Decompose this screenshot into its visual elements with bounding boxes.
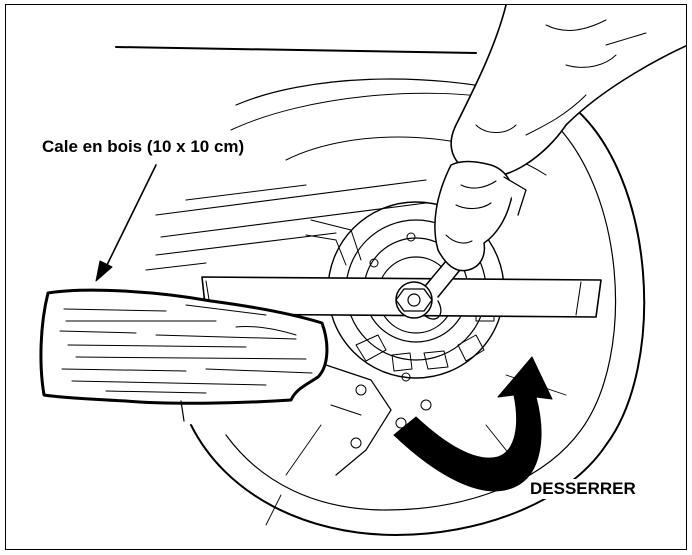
wood-grain <box>59 304 313 394</box>
wheel <box>190 78 646 536</box>
figure-frame: Cale en bois (10 x 10 cm) DESSERRER <box>5 4 687 550</box>
callout-leader-arrow-icon <box>95 164 157 282</box>
wood-block-label: Cale en bois (10 x 10 cm) <box>40 137 247 157</box>
hand-and-arm <box>434 5 686 272</box>
tire-outer <box>190 104 646 536</box>
line-illustration <box>39 5 686 536</box>
hand <box>434 160 513 272</box>
loosen-direction-arrow-icon <box>393 356 553 492</box>
tire-inner <box>225 114 617 511</box>
swing-arm <box>145 179 427 271</box>
wooden-block <box>39 288 329 422</box>
loosen-label: DESSERRER <box>528 479 638 499</box>
fender-line <box>115 46 477 54</box>
axle-nut <box>395 281 433 319</box>
